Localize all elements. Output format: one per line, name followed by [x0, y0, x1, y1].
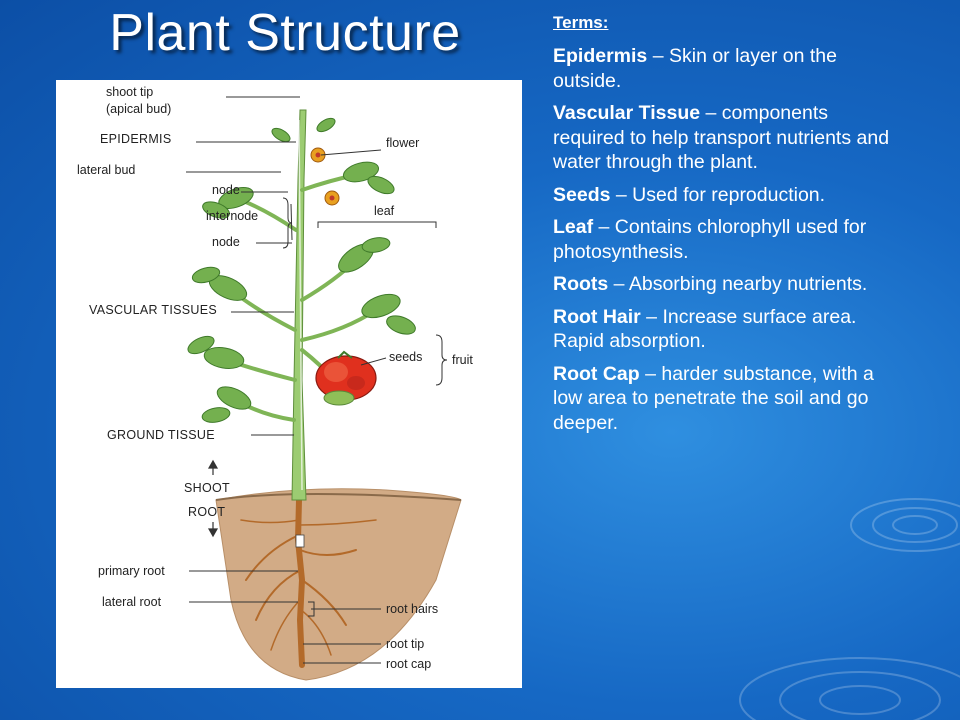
term-epidermis: Epidermis – Skin or layer on the outside… — [553, 45, 837, 92]
term-name: Seeds — [553, 183, 611, 206]
term-name: Root Hair — [553, 305, 641, 328]
label-shoot-tip: shoot tip — [106, 85, 153, 99]
label-root: ROOT — [188, 505, 225, 519]
leaves — [187, 117, 416, 423]
leaf-brace — [317, 221, 437, 228]
label-ground-tissue: GROUND TISSUE — [107, 428, 215, 442]
label-lateral-bud: lateral bud — [77, 163, 135, 177]
term-name: Epidermis — [553, 45, 648, 67]
label-fruit: fruit — [452, 353, 473, 367]
label-lateral-root: lateral root — [102, 595, 162, 609]
roots — [240, 497, 377, 668]
term-name: Root Cap — [553, 362, 640, 385]
plant-structure-diagram: shoot tip (apical bud) EPIDERMIS lateral… — [56, 80, 522, 688]
fruit-brace — [435, 334, 448, 386]
term-definition: components required to help transport nu… — [553, 102, 890, 173]
label-seeds: seeds — [389, 350, 422, 364]
label-root-hairs: root hairs — [386, 602, 438, 616]
internode-brace — [282, 197, 293, 249]
term-name: Vascular Tissue — [553, 102, 701, 124]
term-root-cap: Root Cap – harder substance, with a low … — [553, 362, 874, 434]
label-root-cap: root cap — [386, 657, 431, 671]
label-node-upper: node — [212, 183, 240, 197]
label-vascular-tissues: VASCULAR TISSUES — [89, 303, 217, 317]
term-definition: Absorbing nearby nutrients. — [628, 273, 868, 295]
term-seeds: Seeds – Used for reproduction. — [553, 183, 826, 206]
label-node-lower: node — [212, 235, 240, 249]
term-leaf: Leaf – Contains chlorophyll used for pho… — [553, 216, 867, 263]
label-internode: internode — [206, 209, 258, 223]
stem — [291, 109, 307, 501]
term-name: Roots — [553, 273, 609, 295]
label-primary-root: primary root — [98, 564, 165, 578]
root-hairs-brace — [308, 601, 315, 617]
term-definition: Contains chlorophyll used for photosynth… — [553, 216, 867, 263]
tomato-fruit — [315, 350, 377, 406]
label-root-tip: root tip — [386, 637, 424, 651]
label-epidermis: EPIDERMIS — [100, 132, 171, 146]
label-shoot: SHOOT — [184, 481, 230, 495]
term-roots: Roots – Absorbing nearby nutrients. — [553, 273, 868, 295]
label-leader-lines — [186, 96, 387, 664]
label-leaf: leaf — [374, 204, 395, 218]
term-definition: Skin or layer on the outside. — [553, 45, 837, 92]
terms-panel: Terms: Epidermis – Skin or layer on the … — [553, 12, 893, 443]
term-name: Leaf — [553, 216, 594, 238]
soil — [215, 488, 462, 681]
plant-illustration: shoot tip (apical bud) EPIDERMIS lateral… — [77, 85, 473, 681]
term-definition: harder substance, with a low area to pen… — [553, 362, 874, 434]
terms-heading: Terms: — [553, 13, 609, 32]
term-definition: Increase surface area. Rapid absorption. — [553, 305, 857, 353]
label-apical-bud: (apical bud) — [106, 102, 171, 116]
shoot-root-arrows — [207, 459, 219, 538]
term-root-hair: Root Hair – Increase surface area. Rapid… — [553, 305, 857, 353]
term-definition: Used for reproduction. — [632, 183, 826, 206]
slide-title: Plant Structure — [109, 4, 461, 62]
term-vascular-tissue: Vascular Tissue – components required to… — [553, 102, 890, 173]
flowers — [310, 147, 340, 206]
label-flower: flower — [386, 136, 419, 150]
